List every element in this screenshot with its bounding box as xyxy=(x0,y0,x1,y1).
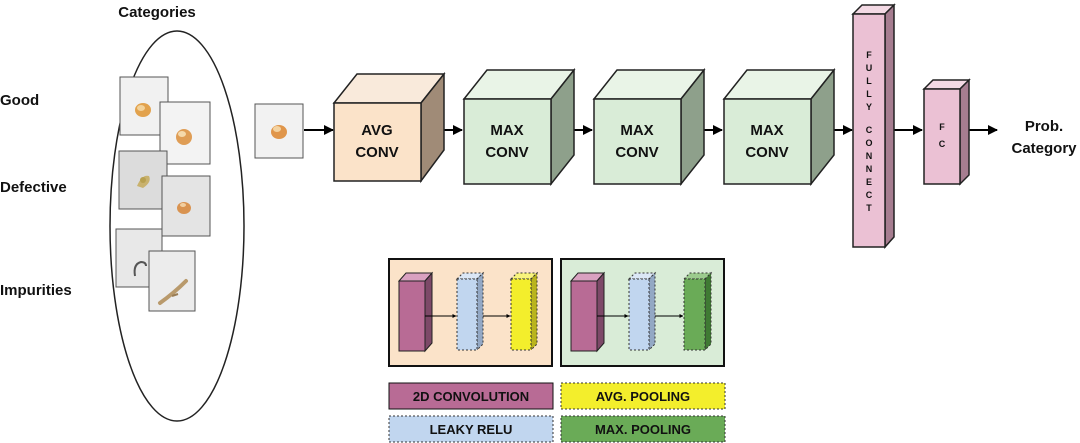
output-label-line1: Prob. xyxy=(1025,118,1063,135)
legend-item-2d-convolution: 2D CONVOLUTION xyxy=(388,382,554,410)
legend-2d-convolution-label: 2D CONVOLUTION xyxy=(413,389,529,404)
avg-conv-block: AVG CONV xyxy=(332,71,446,184)
max-detail-max-pool-shape xyxy=(682,271,713,352)
sample-image-defective-1 xyxy=(118,150,168,210)
avg-detail-avg-pool-shape xyxy=(509,271,539,352)
fully-connect-letter: F xyxy=(866,50,872,60)
max-conv-block-3: MAX CONV xyxy=(722,67,836,187)
fully-connect-letter: O xyxy=(865,138,872,148)
max-conv-1-label-line2: CONV xyxy=(485,144,528,161)
max-detail-conv2d-shape xyxy=(569,271,606,353)
legend-item-avg-pooling: AVG. POOLING xyxy=(560,382,726,410)
max-conv-2-label-line2: CONV xyxy=(615,144,658,161)
max-detail-leaky-relu-shape xyxy=(627,271,657,352)
fully-connect-letter: Y xyxy=(866,102,872,112)
fully-connect-letter: C xyxy=(866,190,873,200)
category-label-defective: Defective xyxy=(0,179,67,196)
max-conv-2-label-line1: MAX xyxy=(620,122,653,139)
legend: 2D CONVOLUTION AVG. POOLING LEAKY RELU M… xyxy=(388,382,726,443)
fc-label-letter-1: F xyxy=(939,122,945,132)
max-conv-block-1: MAX CONV xyxy=(462,67,576,187)
input-image xyxy=(254,103,304,159)
max-conv-block-2: MAX CONV xyxy=(592,67,706,187)
legend-item-max-pooling: MAX. POOLING xyxy=(560,415,726,443)
categories-title: Categories xyxy=(118,4,196,21)
fully-connect-letter: L xyxy=(866,89,872,99)
sample-image-good-2 xyxy=(159,101,211,165)
avg-conv-detail-panel xyxy=(388,258,553,367)
category-label-good: Good xyxy=(0,92,39,109)
legend-avg-pooling-label: AVG. POOLING xyxy=(596,389,690,404)
max-conv-1-label-line1: MAX xyxy=(490,122,523,139)
avg-conv-label-line1: AVG xyxy=(361,122,392,139)
legend-leaky-relu-label: LEAKY RELU xyxy=(430,422,513,437)
fully-connect-letter: N xyxy=(866,151,873,161)
fully-connect-letter: N xyxy=(866,164,873,174)
avg-conv-label-line2: CONV xyxy=(355,144,398,161)
avg-detail-conv2d-shape xyxy=(397,271,434,353)
category-label-impurities: Impurities xyxy=(0,282,72,299)
output-label-line2: Category xyxy=(1011,140,1077,157)
fully-connect-letter: U xyxy=(866,63,873,73)
fully-connect-letter: E xyxy=(866,177,872,187)
legend-item-leaky-relu: LEAKY RELU xyxy=(388,415,554,443)
sample-image-impurity-2 xyxy=(148,250,196,312)
fully-connect-letter: T xyxy=(866,203,872,213)
avg-detail-leaky-relu-shape xyxy=(455,271,485,352)
category-samples-ellipse xyxy=(109,30,245,422)
legend-max-pooling-label: MAX. POOLING xyxy=(595,422,691,437)
max-conv-3-label-line2: CONV xyxy=(745,144,788,161)
fc-block: F C xyxy=(922,78,971,186)
max-conv-3-label-line1: MAX xyxy=(750,122,783,139)
max-conv-detail-panel xyxy=(560,258,725,367)
fully-connect-letter: L xyxy=(866,76,872,86)
sample-image-defective-2 xyxy=(161,175,211,237)
fc-label-letter-2: C xyxy=(939,139,946,149)
fully-connect-letter: C xyxy=(866,125,873,135)
